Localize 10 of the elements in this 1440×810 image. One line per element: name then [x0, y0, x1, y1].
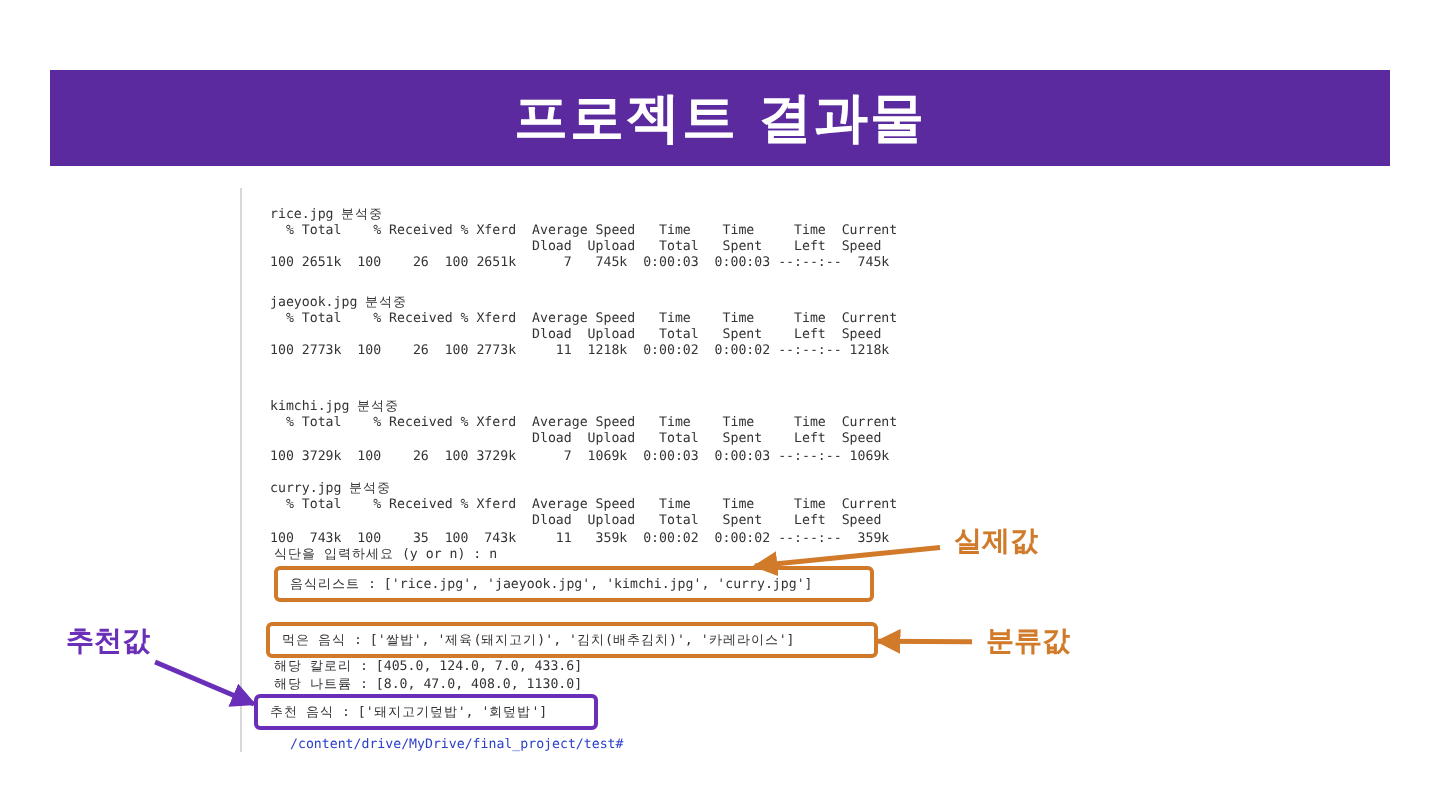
highlight-box	[254, 694, 598, 730]
callout-label: 실제값	[954, 524, 1038, 560]
arrow	[154, 659, 257, 707]
arrow	[752, 545, 941, 577]
highlight-box	[266, 622, 878, 658]
title: 프로젝트 결과물	[513, 86, 927, 154]
callout-label: 추천값	[66, 624, 150, 660]
arrow	[875, 628, 972, 654]
highlight-box	[274, 566, 874, 602]
callout-label: 분류값	[986, 624, 1070, 660]
